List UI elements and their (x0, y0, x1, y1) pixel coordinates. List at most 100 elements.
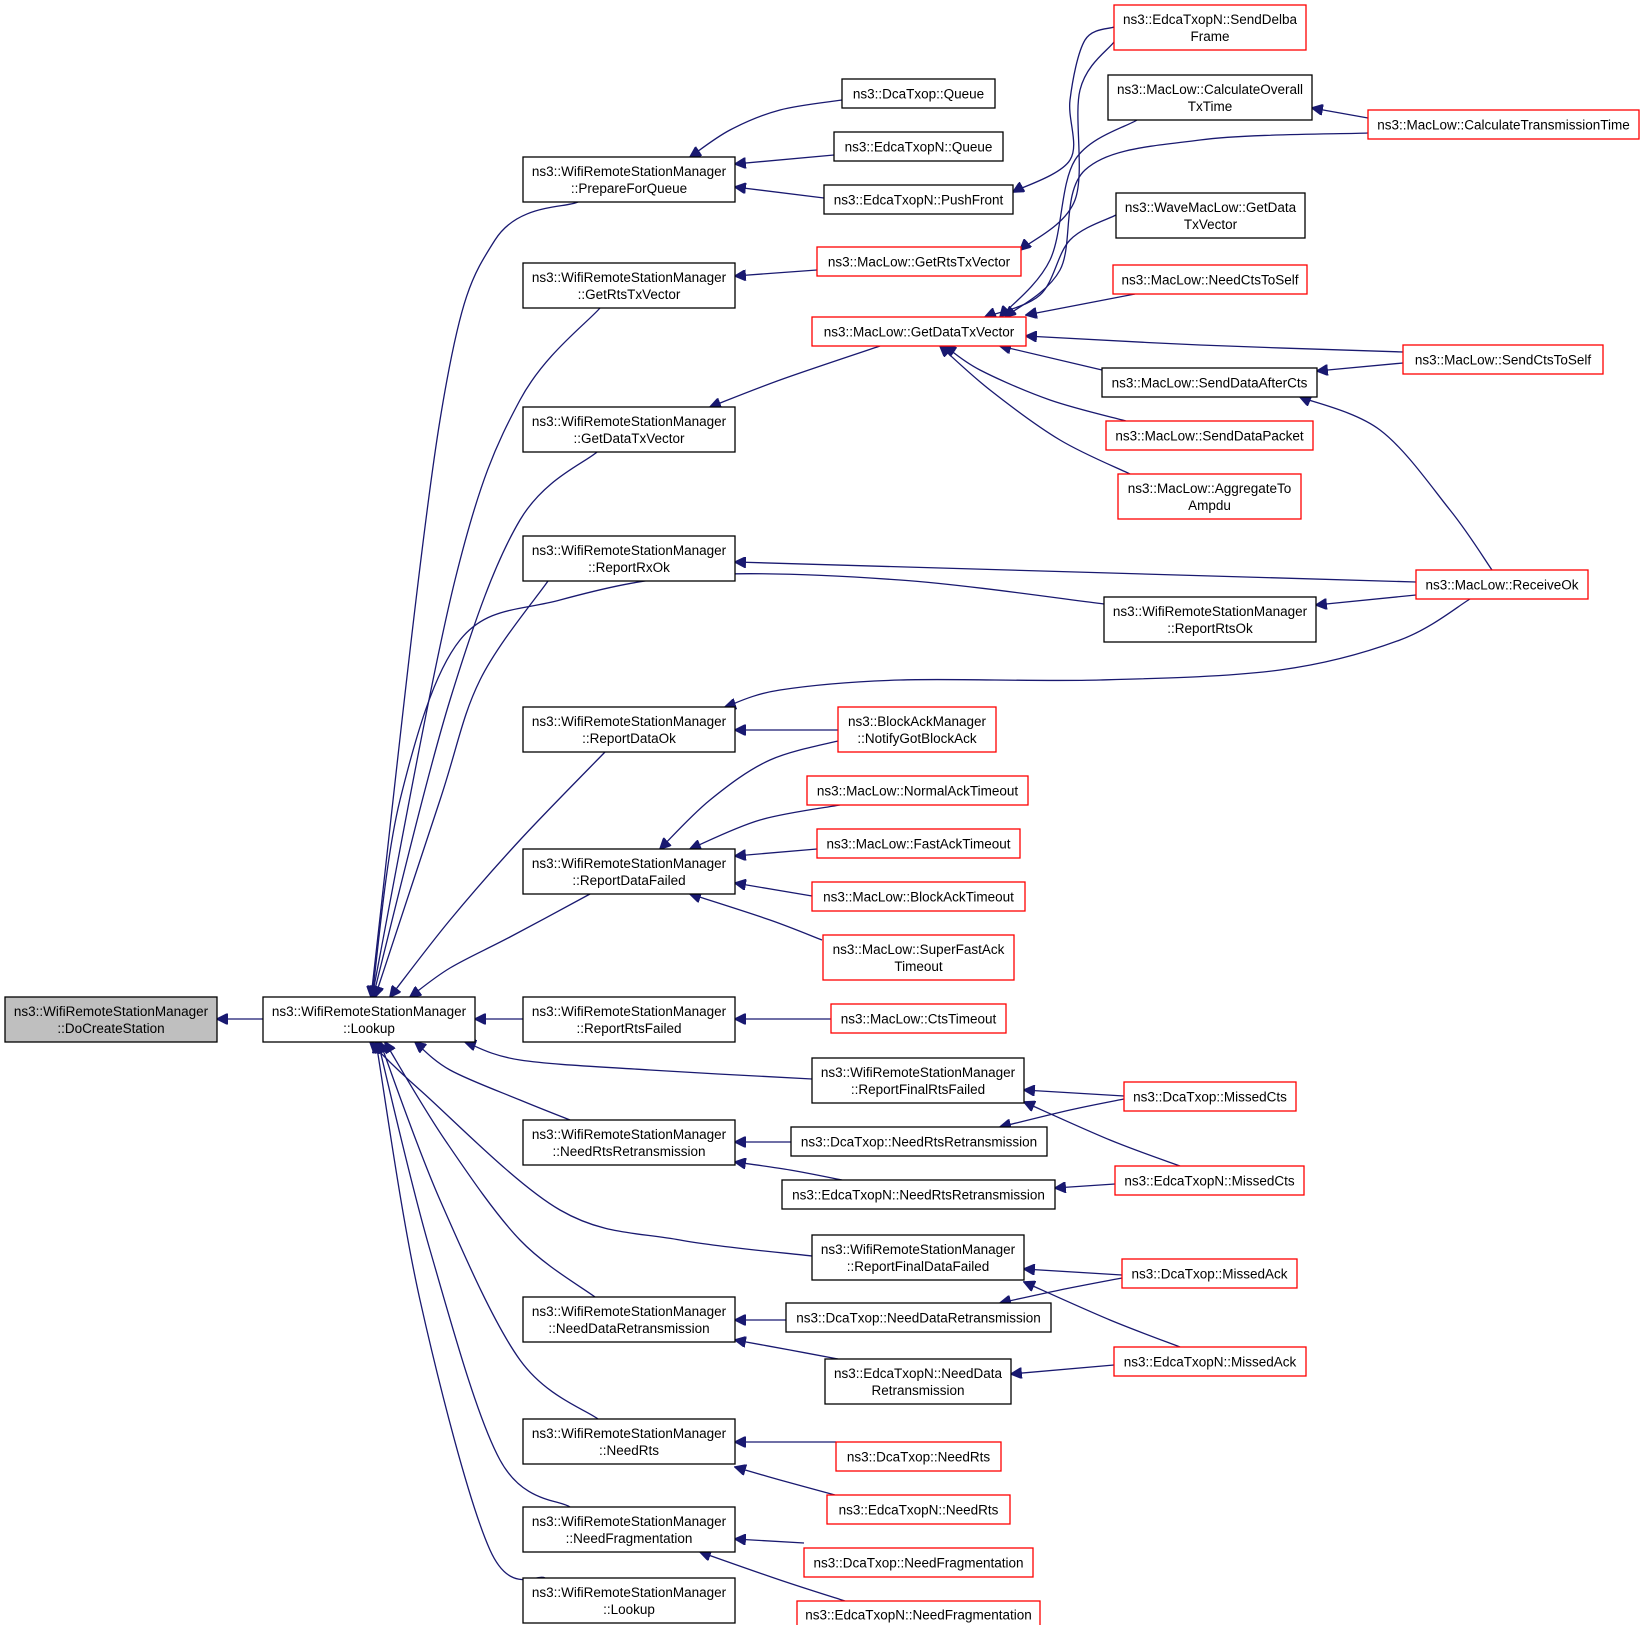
node-calctxtime[interactable]: ns3::MacLow::CalculateTransmissionTime (1367, 109, 1640, 140)
node-box (1415, 569, 1589, 600)
node-edcamissedack[interactable]: ns3::EdcaTxopN::MissedAck (1113, 1346, 1307, 1377)
edge-needrtsretx-to-lookup1 (415, 1042, 571, 1121)
node-label: ns3::MacLow::CalculateTransmissionTime (1377, 118, 1630, 133)
edge-edcamissedack-to-edcaneeddataretx (1011, 1364, 1115, 1374)
node-rrxok[interactable]: ns3::WifiRemoteStationManager::ReportRxO… (522, 535, 736, 582)
node-label: ::ReportDataOk (582, 731, 676, 746)
node-edcapushfront[interactable]: ns3::EdcaTxopN::PushFront (823, 184, 1014, 215)
edge-edcamissedcts-to-edcaneedrtsretx (1055, 1184, 1116, 1188)
node-dcaqueue[interactable]: ns3::DcaTxop::Queue (841, 78, 996, 109)
node-label: ns3::MacLow::BlockAckTimeout (823, 890, 1014, 905)
node-rfinalrts[interactable]: ns3::WifiRemoteStationManager::ReportFin… (811, 1057, 1025, 1104)
node-rrtsok[interactable]: ns3::WifiRemoteStationManager::ReportRts… (1103, 596, 1317, 643)
node-box (816, 828, 1021, 859)
node-label: ns3::MacLow::NormalAckTimeout (817, 784, 1019, 799)
node-dcamissedack[interactable]: ns3::DcaTxop::MissedAck (1121, 1258, 1298, 1289)
node-label: ns3::EdcaTxopN::MissedAck (1124, 1355, 1297, 1370)
node-box (833, 131, 1004, 162)
node-needdataretx[interactable]: ns3::WifiRemoteStationManager::NeedDataR… (522, 1296, 736, 1343)
nodes-layer: ns3::WifiRemoteStationManager::DoCreateS… (4, 4, 1640, 1625)
node-box (4, 996, 218, 1043)
node-rrtsfailed[interactable]: ns3::WifiRemoteStationManager::ReportRts… (522, 996, 736, 1043)
node-rdatafailed[interactable]: ns3::WifiRemoteStationManager::ReportDat… (522, 848, 736, 895)
node-dcaneeddataretx[interactable]: ns3::DcaTxop::NeedDataRetransmission (785, 1302, 1052, 1333)
node-box (1107, 74, 1313, 121)
node-label: ns3::WifiRemoteStationManager (272, 1004, 467, 1019)
node-rdataok[interactable]: ns3::WifiRemoteStationManager::ReportDat… (522, 706, 736, 753)
node-label: ns3::WifiRemoteStationManager (532, 164, 727, 179)
node-dcaneedrtsretx[interactable]: ns3::DcaTxop::NeedRtsRetransmission (790, 1126, 1048, 1157)
node-label: ns3::WifiRemoteStationManager (821, 1065, 1016, 1080)
edge-edcaneeddataretx-to-needdataretx (735, 1340, 839, 1360)
node-box (1113, 1346, 1307, 1377)
node-box (837, 706, 997, 753)
node-sendctstoself[interactable]: ns3::MacLow::SendCtsToSelf (1402, 344, 1604, 375)
edge-rrxok-to-lookup1 (375, 580, 549, 997)
node-grts[interactable]: ns3::WifiRemoteStationManager::GetRtsTxV… (522, 262, 736, 309)
node-label: ns3::DcaTxop::MissedCts (1133, 1090, 1287, 1105)
edge-dcamissedack-to-dcaneeddataretx (1000, 1277, 1123, 1303)
node-edcaneedrtsretx[interactable]: ns3::EdcaTxopN::NeedRtsRetransmission (781, 1179, 1056, 1210)
edge-edcapushfront-to-pfq (735, 187, 825, 199)
node-label: ns3::DcaTxop::NeedDataRetransmission (796, 1311, 1041, 1326)
edges-layer (217, 26, 1493, 1602)
edge-superfast-to-rdatafailed (690, 894, 823, 941)
node-label: ns3::WifiRemoteStationManager (532, 1004, 727, 1019)
node-receiveok[interactable]: ns3::MacLow::ReceiveOk (1415, 569, 1589, 600)
node-edcamissedcts[interactable]: ns3::EdcaTxopN::MissedCts (1114, 1165, 1305, 1196)
node-blockack[interactable]: ns3::MacLow::BlockAckTimeout (811, 881, 1026, 912)
node-wavegetdata[interactable]: ns3::WaveMacLow::GetDataTxVector (1115, 192, 1306, 239)
node-label: ns3::EdcaTxopN::NeedFragmentation (805, 1608, 1032, 1623)
node-senddatapacket[interactable]: ns3::MacLow::SendDataPacket (1105, 420, 1314, 451)
node-box (522, 262, 736, 309)
node-root: ns3::WifiRemoteStationManager::DoCreateS… (4, 996, 218, 1043)
node-edcaqueue[interactable]: ns3::EdcaTxopN::Queue (833, 131, 1004, 162)
node-box (1117, 473, 1302, 520)
edge-receiveok-to-rrtsok (1316, 594, 1417, 605)
node-needfrag[interactable]: ns3::WifiRemoteStationManager::NeedFragm… (522, 1506, 736, 1553)
node-normalack[interactable]: ns3::MacLow::NormalAckTimeout (806, 775, 1029, 806)
node-lookup2[interactable]: ns3::WifiRemoteStationManager::Lookup (522, 1577, 736, 1624)
node-edcaneedrts[interactable]: ns3::EdcaTxopN::NeedRts (826, 1494, 1011, 1525)
node-lookup1[interactable]: ns3::WifiRemoteStationManager::Lookup (262, 996, 476, 1043)
node-label: ns3::EdcaTxopN::NeedRts (839, 1503, 999, 1518)
node-box (811, 316, 1027, 347)
node-dcamissedcts[interactable]: ns3::DcaTxop::MissedCts (1123, 1081, 1297, 1112)
node-needctstoself[interactable]: ns3::MacLow::NeedCtsToSelf (1112, 264, 1308, 295)
node-label: Retransmission (871, 1383, 964, 1398)
node-box (1123, 1081, 1297, 1112)
node-edcaneedfrag[interactable]: ns3::EdcaTxopN::NeedFragmentation (796, 1600, 1041, 1625)
node-needrtsretx[interactable]: ns3::WifiRemoteStationManager::NeedRtsRe… (522, 1119, 736, 1166)
node-ctstimeout[interactable]: ns3::MacLow::CtsTimeout (830, 1003, 1007, 1034)
node-pfq[interactable]: ns3::WifiRemoteStationManager::PrepareFo… (522, 156, 736, 203)
node-label: ns3::WifiRemoteStationManager (532, 1426, 727, 1441)
node-label: ::PrepareForQueue (571, 181, 687, 196)
node-banotify[interactable]: ns3::BlockAckManager::NotifyGotBlockAck (837, 706, 997, 753)
node-senddataafterctss[interactable]: ns3::MacLow::SendDataAfterCts (1101, 367, 1318, 398)
node-label: ns3::MacLow::FastAckTimeout (826, 837, 1010, 852)
edge-macgetdata-to-gdata (710, 345, 881, 407)
node-label: ns3::WifiRemoteStationManager (821, 1242, 1016, 1257)
node-label: ns3::MacLow::GetRtsTxVector (828, 255, 1011, 270)
node-dcaneedrts[interactable]: ns3::DcaTxop::NeedRts (835, 1441, 1002, 1472)
node-rfinaldata[interactable]: ns3::WifiRemoteStationManager::ReportFin… (811, 1234, 1025, 1281)
node-fastack[interactable]: ns3::MacLow::FastAckTimeout (816, 828, 1021, 859)
node-macgetdata[interactable]: ns3::MacLow::GetDataTxVector (811, 316, 1027, 347)
node-label: ns3::DcaTxop::NeedRtsRetransmission (801, 1135, 1037, 1150)
edge-edcaneedfrag-to-needfrag (700, 1552, 846, 1602)
node-box (816, 246, 1022, 277)
node-macgetrts[interactable]: ns3::MacLow::GetRtsTxVector (816, 246, 1022, 277)
node-box (522, 1418, 736, 1465)
node-label: ns3::DcaTxop::NeedFragmentation (813, 1556, 1023, 1571)
node-dcaneedfrag[interactable]: ns3::DcaTxop::NeedFragmentation (803, 1547, 1034, 1578)
node-edcaneeddataretx[interactable]: ns3::EdcaTxopN::NeedDataRetransmission (824, 1358, 1012, 1405)
node-gdata[interactable]: ns3::WifiRemoteStationManager::GetDataTx… (522, 406, 736, 453)
edge-dcamissedcts-to-rfinalrts (1024, 1090, 1125, 1097)
node-needrts[interactable]: ns3::WifiRemoteStationManager::NeedRts (522, 1418, 736, 1465)
node-label: ::NeedRts (599, 1443, 659, 1458)
node-box (811, 1234, 1025, 1281)
